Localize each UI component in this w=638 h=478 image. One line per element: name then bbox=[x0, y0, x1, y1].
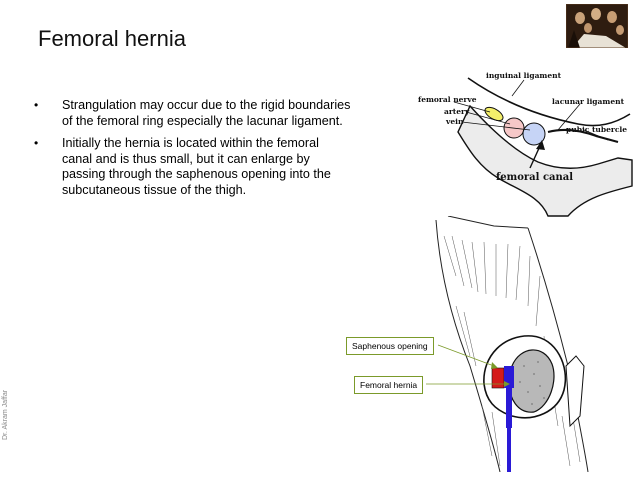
author-watermark: Dr. Akram Jaffar bbox=[2, 389, 9, 440]
label-artery: artery bbox=[444, 107, 470, 116]
bullet-list: • Strangulation may occur due to the rig… bbox=[34, 98, 352, 206]
label-femoral-nerve: femoral nerve bbox=[418, 95, 477, 104]
label-inguinal-ligament: inguinal ligament bbox=[486, 71, 562, 80]
callout-femoral-hernia: Femoral hernia bbox=[354, 376, 424, 394]
label-femoral-canal: femoral canal bbox=[496, 172, 573, 183]
bullet-item: • Strangulation may occur due to the rig… bbox=[34, 98, 352, 129]
bullet-text: Strangulation may occur due to the rigid… bbox=[62, 98, 351, 128]
painting-illustration bbox=[566, 4, 628, 48]
label-vein: vein bbox=[445, 117, 464, 126]
label-lacunar-ligament: lacunar ligament bbox=[552, 97, 625, 106]
label-pubic-tubercle: pubic tubercle bbox=[566, 125, 627, 134]
femoral-canal-diagram: inguinal ligament femoral nerve artery v… bbox=[408, 66, 634, 218]
corner-painting-image bbox=[566, 4, 628, 48]
saphenous-opening-diagram bbox=[344, 215, 638, 473]
slide-title: Femoral hernia bbox=[38, 26, 186, 51]
bullet-text: Initially the hernia is located within t… bbox=[62, 136, 331, 197]
bullet-marker: • bbox=[34, 136, 39, 151]
callout-saphenous-opening: Saphenous opening bbox=[346, 337, 434, 355]
bullet-item: • Initially the hernia is located within… bbox=[34, 136, 352, 198]
bullet-marker: • bbox=[34, 98, 39, 112]
